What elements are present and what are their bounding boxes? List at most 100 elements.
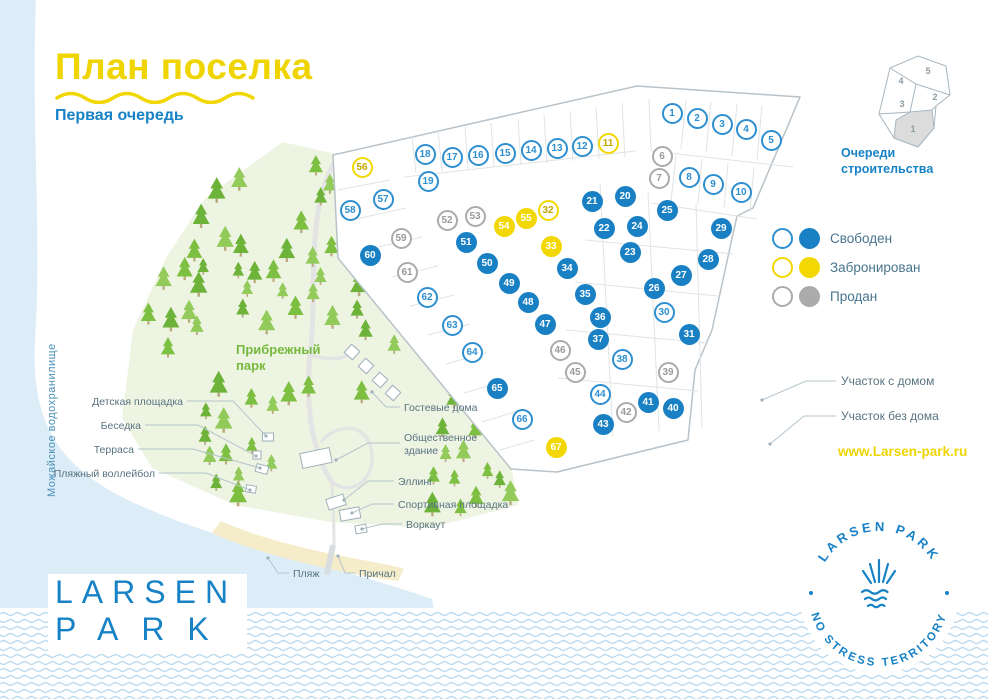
lot-41[interactable]: 41 bbox=[637, 391, 659, 413]
lot-18[interactable]: 18 bbox=[414, 143, 436, 165]
lot-58[interactable]: 58 bbox=[339, 199, 361, 221]
map-label: Воркаут bbox=[406, 519, 446, 531]
park-shape bbox=[122, 142, 518, 528]
lot-22[interactable]: 22 bbox=[593, 217, 615, 239]
lot-8[interactable]: 8 bbox=[678, 166, 700, 188]
lot-34[interactable]: 34 bbox=[556, 257, 578, 279]
lot-63[interactable]: 63 bbox=[441, 314, 463, 336]
lot-14[interactable]: 14 bbox=[520, 139, 542, 161]
lot-56[interactable]: 56 bbox=[351, 156, 373, 178]
lot-11[interactable]: 11 bbox=[597, 132, 619, 154]
lot-1[interactable]: 1 bbox=[661, 102, 683, 124]
legend-house-no: Участок без дома bbox=[841, 409, 939, 423]
lot-51[interactable]: 51 bbox=[455, 231, 477, 253]
free-filled-circle bbox=[799, 228, 820, 249]
lot-40[interactable]: 40 bbox=[662, 397, 684, 419]
lot-66[interactable]: 66 bbox=[511, 408, 533, 430]
lot-57[interactable]: 57 bbox=[372, 188, 394, 210]
lot-37[interactable]: 37 bbox=[587, 328, 609, 350]
lot-59[interactable]: 59 bbox=[390, 227, 412, 249]
lot-2[interactable]: 2 bbox=[686, 107, 708, 129]
lot-35[interactable]: 35 bbox=[574, 283, 596, 305]
leader-lines bbox=[138, 380, 836, 574]
brand-stamp: LARSEN PARK NO STRESS TERRITORY bbox=[799, 513, 959, 673]
lot-60[interactable]: 60 bbox=[359, 244, 381, 266]
lot-46[interactable]: 46 bbox=[549, 339, 571, 361]
lot-13[interactable]: 13 bbox=[546, 137, 568, 159]
lot-10[interactable]: 10 bbox=[730, 181, 752, 203]
legend-house-yes: Участок с домом bbox=[841, 374, 935, 388]
lot-42[interactable]: 42 bbox=[615, 401, 637, 423]
lot-52[interactable]: 52 bbox=[436, 209, 458, 231]
lot-47[interactable]: 47 bbox=[534, 313, 556, 335]
lot-24[interactable]: 24 bbox=[626, 215, 648, 237]
website-link[interactable]: www.Larsen-park.ru bbox=[838, 444, 968, 459]
lot-23[interactable]: 23 bbox=[619, 241, 641, 263]
map-label: Пляж bbox=[293, 568, 320, 580]
lot-48[interactable]: 48 bbox=[517, 291, 539, 313]
legend-row-free: Свободен bbox=[772, 228, 920, 249]
lot-31[interactable]: 31 bbox=[678, 323, 700, 345]
title-underline-wave bbox=[55, 91, 255, 104]
lot-28[interactable]: 28 bbox=[697, 248, 719, 270]
lot-38[interactable]: 38 bbox=[611, 348, 633, 370]
lot-12[interactable]: 12 bbox=[571, 135, 593, 157]
map-label: Беседка bbox=[100, 420, 141, 432]
lot-29[interactable]: 29 bbox=[710, 217, 732, 239]
lot-19[interactable]: 19 bbox=[417, 170, 439, 192]
lot-54[interactable]: 54 bbox=[493, 215, 515, 237]
map-label: Детская площадка bbox=[92, 396, 183, 408]
lot-55[interactable]: 55 bbox=[515, 207, 537, 229]
parcel-lines bbox=[337, 98, 794, 451]
svg-text:5: 5 bbox=[925, 66, 930, 76]
page-title: План поселка bbox=[55, 46, 313, 87]
lot-6[interactable]: 6 bbox=[651, 145, 673, 167]
lot-49[interactable]: 49 bbox=[498, 272, 520, 294]
lot-26[interactable]: 26 bbox=[643, 277, 665, 299]
legend-label: Забронирован bbox=[830, 260, 921, 275]
brand-logo-line1: LARSEN bbox=[55, 574, 238, 610]
lot-7[interactable]: 7 bbox=[648, 167, 670, 189]
lot-33[interactable]: 33 bbox=[540, 235, 562, 257]
park-trees bbox=[140, 155, 520, 517]
lot-62[interactable]: 62 bbox=[416, 286, 438, 308]
lot-36[interactable]: 36 bbox=[589, 306, 611, 328]
legend-row-reserved: Забронирован bbox=[772, 257, 920, 278]
legend-row-sold: Продан bbox=[772, 286, 920, 307]
lot-45[interactable]: 45 bbox=[564, 361, 586, 383]
lot-64[interactable]: 64 bbox=[461, 341, 483, 363]
lot-32[interactable]: 32 bbox=[537, 199, 559, 221]
lot-5[interactable]: 5 bbox=[760, 129, 782, 151]
lot-17[interactable]: 17 bbox=[441, 146, 463, 168]
map-label: Общественное здание bbox=[404, 432, 478, 458]
lot-4[interactable]: 4 bbox=[735, 118, 757, 140]
lot-44[interactable]: 44 bbox=[589, 383, 611, 405]
lot-21[interactable]: 21 bbox=[581, 190, 603, 212]
svg-text:3: 3 bbox=[899, 99, 904, 109]
lot-43[interactable]: 43 bbox=[592, 413, 614, 435]
lot-67[interactable]: 67 bbox=[545, 436, 567, 458]
lot-20[interactable]: 20 bbox=[614, 185, 636, 207]
lot-61[interactable]: 61 bbox=[396, 261, 418, 283]
map-label: Спортивная площадка bbox=[398, 499, 509, 511]
lot-9[interactable]: 9 bbox=[702, 173, 724, 195]
brand-logo-line2: PARK bbox=[55, 610, 232, 647]
lot-39[interactable]: 39 bbox=[657, 361, 679, 383]
map-label: Причал bbox=[359, 568, 396, 580]
free-outline-circle bbox=[772, 228, 793, 249]
lot-30[interactable]: 30 bbox=[653, 301, 675, 323]
lot-53[interactable]: 53 bbox=[464, 205, 486, 227]
fountain-icon bbox=[860, 558, 897, 609]
sold-filled-circle bbox=[799, 286, 820, 307]
lot-16[interactable]: 16 bbox=[467, 144, 489, 166]
lot-3[interactable]: 3 bbox=[711, 113, 733, 135]
lot-65[interactable]: 65 bbox=[486, 377, 508, 399]
lot-50[interactable]: 50 bbox=[476, 252, 498, 274]
lot-15[interactable]: 15 bbox=[494, 142, 516, 164]
lot-27[interactable]: 27 bbox=[670, 264, 692, 286]
lot-25[interactable]: 25 bbox=[656, 199, 678, 221]
